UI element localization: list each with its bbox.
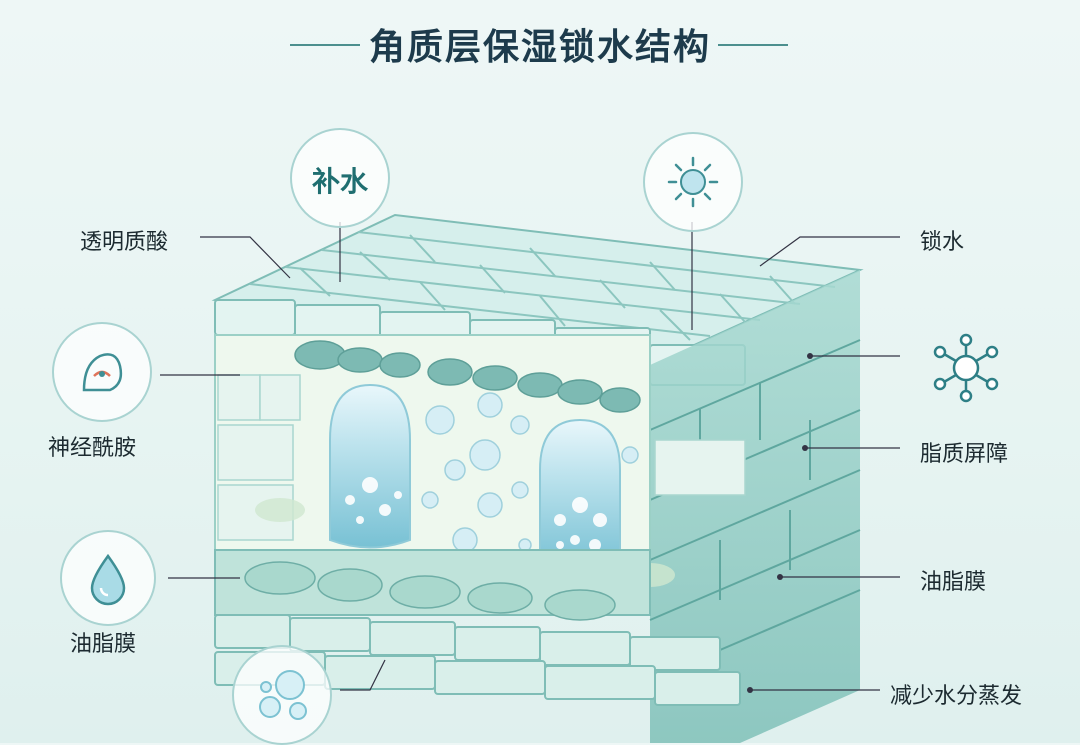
label-reduce-evaporation: 减少水分蒸发 [890, 684, 1023, 709]
label-lipid-barrier: 脂质屏障 [920, 442, 1009, 467]
hydrate-badge: 补水 [290, 128, 390, 228]
ceramide-badge [52, 322, 152, 422]
sun-badge [643, 132, 743, 232]
bubbles-icon [259, 670, 307, 720]
side-face [650, 270, 860, 743]
water-vessels [329, 383, 621, 569]
page-title: 角质层保湿锁水结构 [368, 27, 711, 68]
bubbles-badge [232, 645, 332, 745]
sun-icon [667, 156, 719, 208]
molecule-icon [928, 330, 1004, 406]
label-lock-water: 锁水 [920, 230, 965, 255]
leader-hyaluronic [200, 236, 291, 279]
water-drop-icon [90, 553, 126, 606]
label-sebum-left: 油脂膜 [70, 632, 137, 657]
label-sebum-right: 油脂膜 [920, 570, 987, 595]
title-left-line [290, 44, 360, 46]
ceramide-icon [82, 353, 123, 392]
title-bar: 角质层保湿锁水结构 [0, 18, 1080, 70]
label-hyaluronic: 透明质酸 [80, 230, 169, 255]
drop-badge [60, 530, 156, 626]
title-right-line [718, 44, 788, 46]
label-ceramide: 神经酰胺 [48, 436, 137, 461]
hydrate-badge-text: 补水 [311, 165, 368, 198]
